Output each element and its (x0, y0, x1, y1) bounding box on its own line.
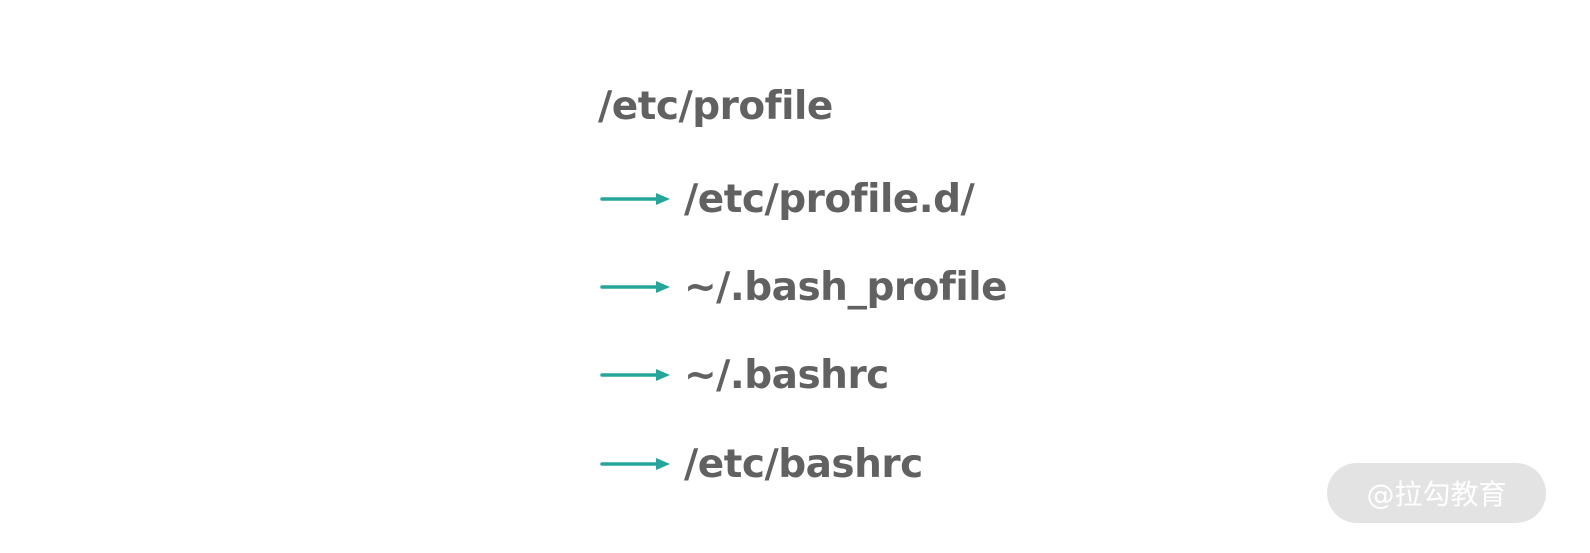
arrow-right-icon (600, 281, 670, 293)
chain-item-label: /etc/bashrc (684, 441, 923, 487)
arrow-right-icon (600, 458, 670, 470)
chain-item-label: ~/.bash_profile (684, 264, 1008, 310)
root-file-label: /etc/profile (598, 84, 833, 129)
chain-item-label: ~/.bashrc (684, 352, 889, 398)
chain-item-label: /etc/profile.d/ (684, 176, 975, 222)
watermark-badge: @拉勾教育 (1327, 463, 1546, 523)
chain-item: ~/.bashrc (600, 350, 889, 400)
chain-item: /etc/bashrc (600, 439, 923, 489)
chain-item: ~/.bash_profile (600, 262, 1008, 312)
chain-item: /etc/profile.d/ (600, 174, 975, 224)
arrow-right-icon (600, 369, 670, 381)
arrow-right-icon (600, 193, 670, 205)
